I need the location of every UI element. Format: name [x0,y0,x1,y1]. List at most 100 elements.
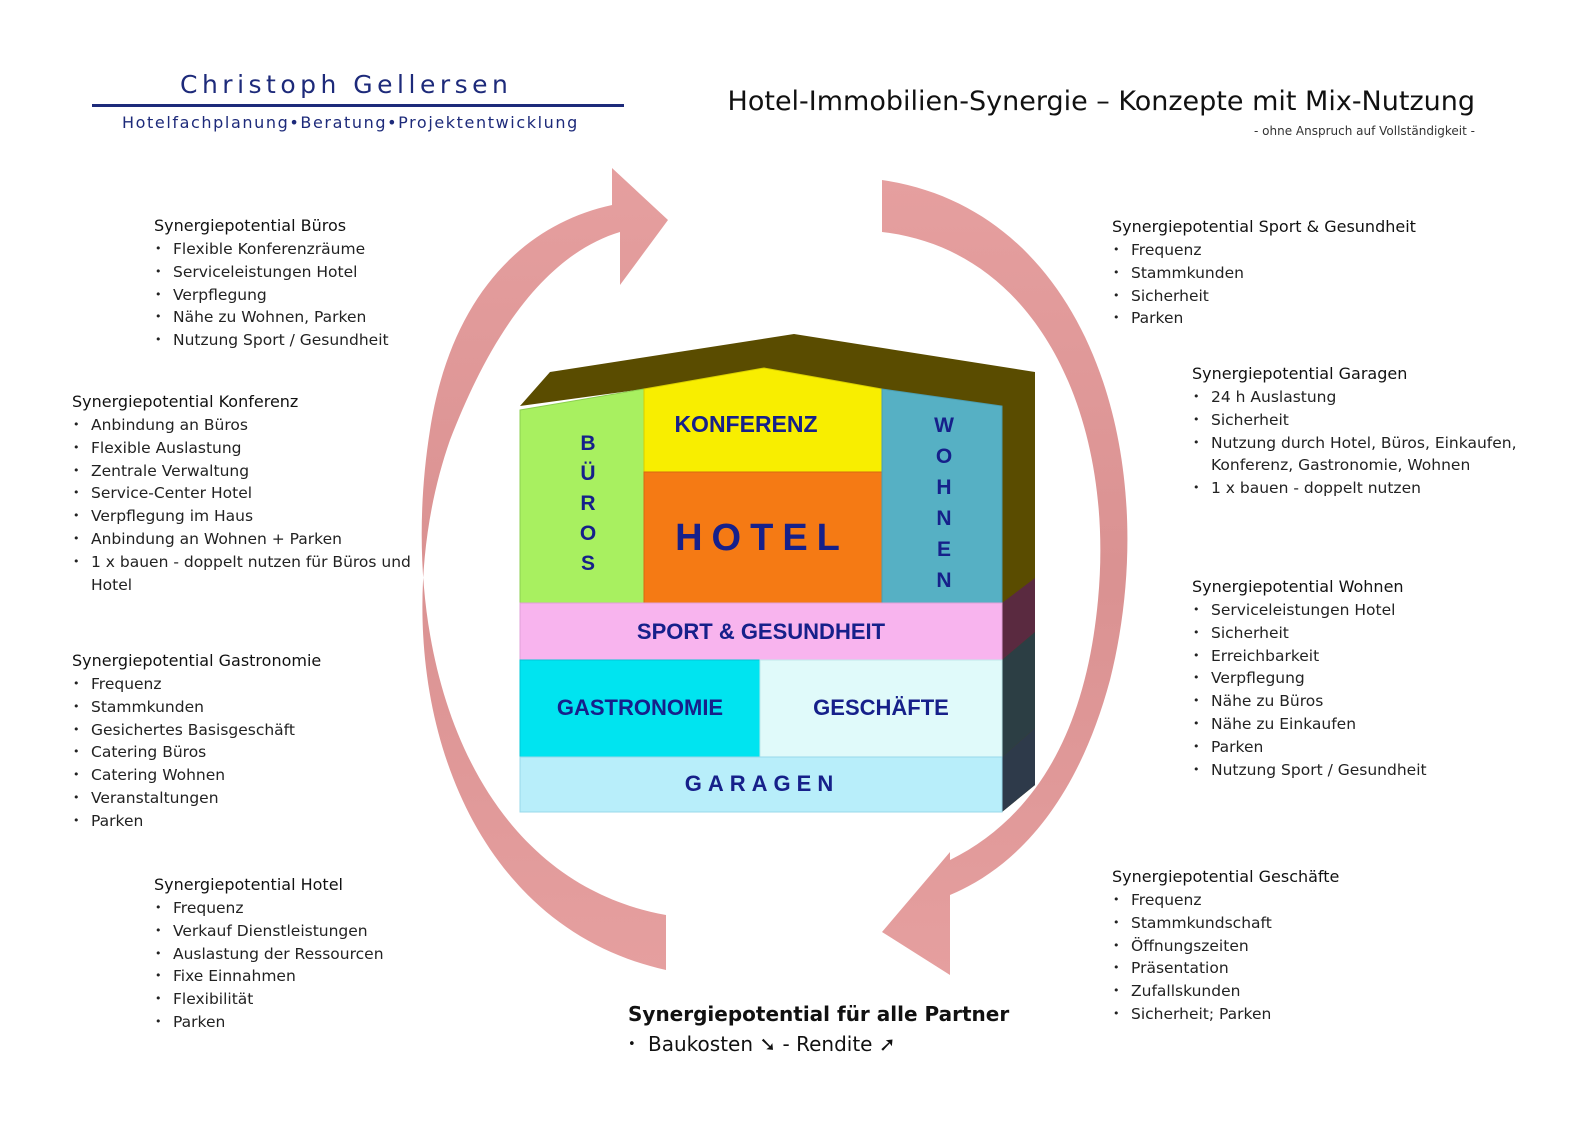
list-buros: Flexible KonferenzräumeServiceleistungen… [154,238,389,352]
cycle-arrow-left [421,168,668,970]
list-item: Nutzung durch Hotel, Büros, Einkaufen, K… [1192,432,1522,478]
logo-divider [92,104,624,107]
vertical-letter: R [580,492,595,515]
heading-gastronomie: Synergiepotential Gastronomie [72,651,322,670]
list-item: 1 x bauen - doppelt nutzen [1192,477,1522,500]
list-item: Verpflegung im Haus [72,505,432,528]
heading-garagen: Synergiepotential Garagen [1192,364,1408,383]
list-hotel: FrequenzVerkauf DienstleistungenAuslastu… [154,897,384,1034]
list-wohnen: Serviceleistungen HotelSicherheitErreich… [1192,599,1427,781]
partners-block: Synergiepotential für alle Partner • Bau… [628,1002,1009,1056]
list-item: Gesichertes Basisgeschäft [72,719,321,742]
list-item: Parken [1112,307,1416,330]
list-item: Parken [154,1011,384,1034]
list-item: Öffnungszeiten [1112,935,1339,958]
heading-geschaefte: Synergiepotential Geschäfte [1112,867,1340,886]
list-item: Verpflegung [1192,667,1427,690]
baukosten-label: Baukosten [648,1032,754,1056]
list-item: Frequenz [154,897,384,920]
partners-bullet: • [628,1037,636,1052]
vertical-letter: O [580,522,596,545]
list-item: Sicherheit [1192,409,1522,432]
list-item: Präsentation [1112,957,1339,980]
block-text-sport: Synergiepotential Sport & Gesundheit Fre… [1112,217,1416,330]
list-item: Service-Center Hotel [72,482,432,505]
block-sport [519,602,1003,661]
partners-separator: - [776,1032,797,1056]
label-gastronomie: GASTRONOMIE [557,695,723,720]
vertical-letter: B [580,432,595,455]
list-item: Serviceleistungen Hotel [154,261,389,284]
vertical-letter: S [581,552,595,575]
block-hotel [643,471,883,604]
list-item: Nähe zu Büros [1192,690,1427,713]
vertical-letter: E [937,538,951,561]
block-gastronomie [519,659,761,758]
list-item: Frequenz [72,673,321,696]
list-item: Stammkunden [72,696,321,719]
cycle-arrow-right [882,180,1128,975]
vertical-letter: N [936,569,951,592]
list-item: Stammkunden [1112,262,1416,285]
vertical-letter: N [936,507,951,530]
block-text-buros: Synergiepotential Büros Flexible Konfere… [154,216,389,352]
list-item: Anbindung an Büros [72,414,432,437]
list-geschaefte: FrequenzStammkundschaftÖffnungszeitenPrä… [1112,889,1339,1026]
block-text-gastronomie: Synergiepotential Gastronomie FrequenzSt… [72,651,321,833]
block-geschaefte [759,659,1003,758]
arrow-up-right-icon: ➚ [878,1032,896,1056]
heading-buros: Synergiepotential Büros [154,216,347,235]
logo-tagline: Hotelfachplanung•Beratung•Projektentwick… [122,113,579,132]
block-text-wohnen: Synergiepotential Wohnen Serviceleistung… [1192,577,1427,781]
page-subtitle: - ohne Anspruch auf Vollständigkeit - [1254,124,1475,138]
list-item: Parken [72,810,321,833]
list-item: Verkauf Dienstleistungen [154,920,384,943]
list-item: Veranstaltungen [72,787,321,810]
list-item: Flexible Auslastung [72,437,432,460]
list-item: 24 h Auslastung [1192,386,1522,409]
vertical-letter: Ü [580,462,595,485]
heading-sport: Synergiepotential Sport & Gesundheit [1112,217,1416,236]
list-item: Flexible Konferenzräume [154,238,389,261]
building-side-cyan [1002,632,1035,757]
list-item: Flexibilität [154,988,384,1011]
logo-name: Christoph Gellersen [180,70,513,99]
list-item: Frequenz [1112,889,1339,912]
list-item: Zufallskunden [1112,980,1339,1003]
building-side-garage [1002,728,1035,812]
partners-heading: Synergiepotential für alle Partner [628,1002,1010,1026]
list-gastronomie: FrequenzStammkundenGesichertes Basisgesc… [72,673,321,833]
building-roof [520,334,1035,812]
list-item: Nutzung Sport / Gesundheit [1192,759,1427,782]
list-item: Sicherheit [1112,285,1416,308]
list-item: Frequenz [1112,239,1416,262]
block-text-hotel: Synergiepotential Hotel FrequenzVerkauf … [154,875,384,1034]
building-side-pink [1002,578,1035,660]
label-konferenz: KONFERENZ [674,411,817,437]
block-text-konferenz: Synergiepotential Konferenz Anbindung an… [72,392,432,596]
block-text-garagen: Synergiepotential Garagen 24 h Auslastun… [1192,364,1522,500]
label-geschaefte: GESCHÄFTE [813,695,949,720]
vertical-letter: H [936,476,951,499]
list-item: Catering Wohnen [72,764,321,787]
list-garagen: 24 h AuslastungSicherheitNutzung durch H… [1192,386,1522,500]
block-text-geschaefte: Synergiepotential Geschäfte FrequenzStam… [1112,867,1339,1026]
label-sport: SPORT & GESUNDHEIT [637,619,886,644]
list-konferenz: Anbindung an BürosFlexible AuslastungZen… [72,414,432,596]
list-item: Sicherheit [1192,622,1427,645]
heading-konferenz: Synergiepotential Konferenz [72,392,299,411]
list-item: Verpflegung [154,284,389,307]
list-item: Nutzung Sport / Gesundheit [154,329,389,352]
page-title: Hotel-Immobilien-Synergie – Konzepte mit… [727,86,1475,117]
list-item: Zentrale Verwaltung [72,460,432,483]
heading-wohnen: Synergiepotential Wohnen [1192,577,1404,596]
list-item: Catering Büros [72,741,321,764]
heading-hotel: Synergiepotential Hotel [154,875,343,894]
list-sport: FrequenzStammkundenSicherheitParken [1112,239,1416,330]
partners-line: • Baukosten ➘ - Rendite ➚ [628,1032,1009,1056]
list-item: Nähe zu Wohnen, Parken [154,306,389,329]
arrow-down-right-icon: ➘ [759,1032,777,1056]
block-garagen [519,756,1003,813]
